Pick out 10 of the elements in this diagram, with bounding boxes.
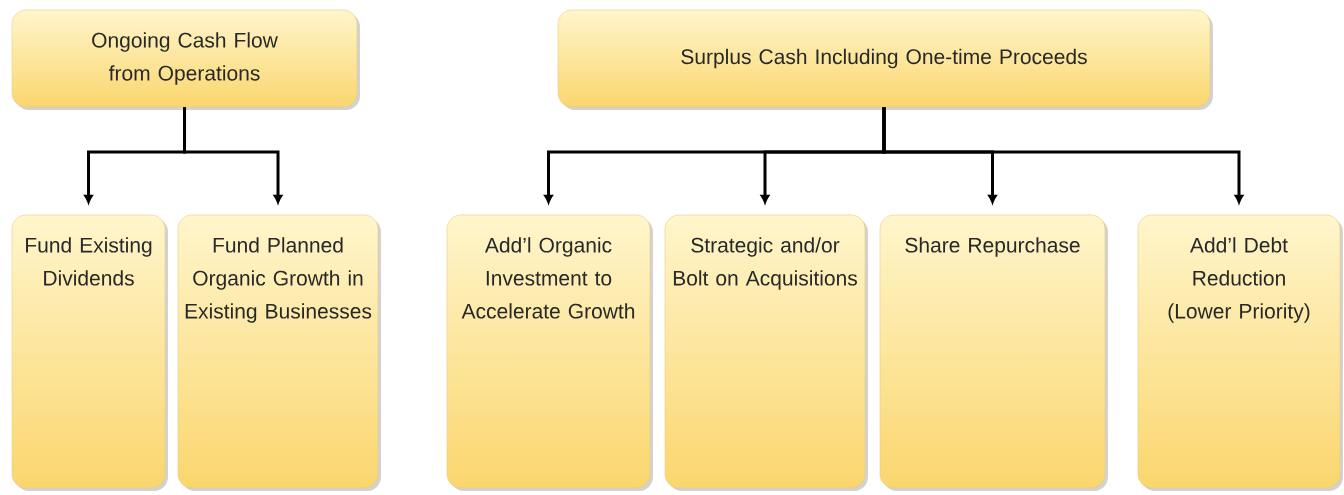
process-box: Strategic and/or Bolt on Acquisitions: [664, 214, 868, 491]
process-box: Surplus Cash Including One-time Proceeds: [557, 9, 1213, 110]
process-box: Add’l Debt Reduction (Lower Priority): [1137, 214, 1343, 491]
process-box: Fund Existing Dividends: [11, 214, 168, 491]
process-box: Fund Planned Organic Growth in Existing Businesses: [177, 214, 381, 491]
process-box: Ongoing Cash Flow from Operations: [11, 9, 360, 110]
process-box: Add’l Organic Investment to Accelerate Growth: [446, 214, 653, 491]
arrow: [183, 107, 283, 204]
arrow: [882, 107, 1244, 204]
process-box: Share Repurchase: [879, 214, 1108, 491]
